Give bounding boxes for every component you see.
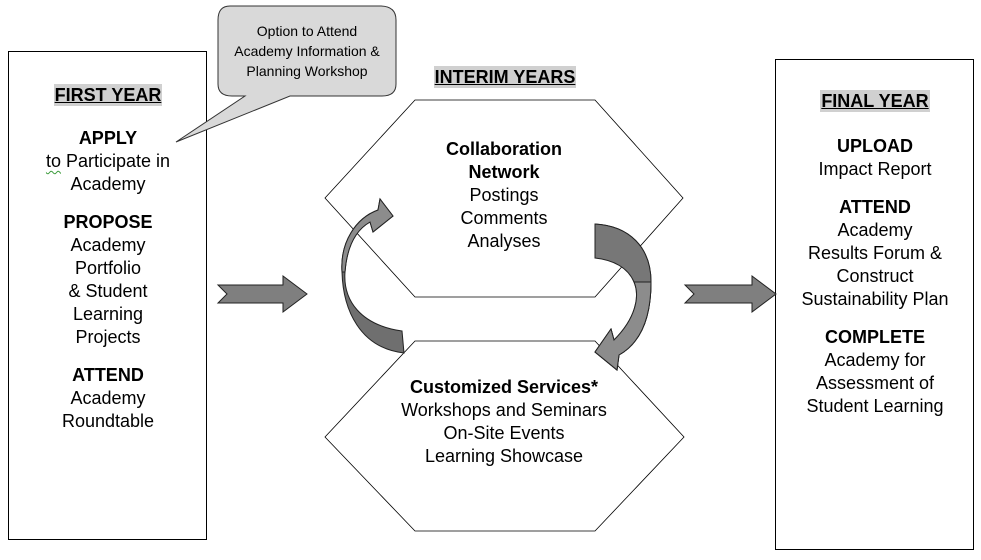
step-detail: Learning — [72, 304, 144, 324]
step-detail-rest: Participate in — [60, 151, 171, 171]
callout-line: Academy Information & — [234, 43, 380, 59]
step-action: ATTEND — [72, 365, 144, 385]
hexagon-item: Postings — [469, 185, 539, 205]
step-action: UPLOAD — [837, 136, 913, 156]
hexagon-item: On-Site Events — [443, 423, 565, 443]
cycle-arrow-up-icon — [341, 197, 405, 354]
callout-text: Option to Attend Academy Information & P… — [218, 21, 396, 81]
step-detail: Academy — [70, 388, 146, 408]
step-detail: Results Forum & — [807, 243, 943, 263]
hexagon-item: Workshops and Seminars — [401, 400, 607, 420]
hexagon-item: Comments — [460, 208, 548, 228]
step-detail: Academy — [837, 220, 913, 240]
hexagon-title: Network — [468, 162, 540, 182]
step-detail-word: to — [45, 151, 61, 171]
step-detail: Construct — [836, 266, 914, 286]
step-detail: Academy — [70, 174, 146, 194]
step-detail: to Participate in — [9, 150, 207, 173]
hexagon-title: Customized Services* — [409, 377, 599, 397]
customized-services-text: Customized Services* Workshops and Semin… — [364, 376, 644, 468]
step-detail: Projects — [75, 327, 141, 347]
step-detail: Assessment of — [815, 373, 935, 393]
first-year-box — [8, 51, 207, 540]
hexagon-item: Learning Showcase — [424, 446, 584, 466]
step-action: APPLY — [78, 128, 138, 148]
first-year-title: FIRST YEAR — [53, 84, 163, 106]
step-detail: Portfolio — [74, 258, 142, 278]
final-year-column: FINAL YEAR UPLOAD Impact Report ATTEND A… — [776, 90, 974, 418]
step-detail: Impact Report — [818, 159, 932, 179]
final-year-title: FINAL YEAR — [820, 90, 930, 112]
final-year-box — [775, 59, 974, 550]
arrow-right-icon — [216, 275, 308, 313]
cycle-arrow-down-icon — [594, 223, 652, 371]
hexagon-title: Collaboration — [446, 139, 562, 159]
step-detail: Academy — [70, 235, 146, 255]
step-detail: Academy for — [824, 350, 926, 370]
step-detail: Student Learning — [806, 396, 944, 416]
step-action: PROPOSE — [63, 212, 153, 232]
collaboration-network-text: Collaboration Network Postings Comments … — [404, 138, 604, 253]
step-detail: Sustainability Plan — [801, 289, 949, 309]
customized-services-hexagon — [324, 340, 685, 532]
callout-bubble — [175, 5, 397, 143]
callout-line: Planning Workshop — [246, 63, 368, 79]
step-action: ATTEND — [839, 197, 911, 217]
step-detail: & Student — [68, 281, 148, 301]
interim-years-title: INTERIM YEARS — [433, 66, 577, 88]
callout-line: Option to Attend — [256, 23, 358, 39]
hexagon-item: Analyses — [467, 231, 541, 251]
first-year-column: FIRST YEAR APPLY to Participate in Acade… — [9, 84, 207, 433]
collaboration-network-hexagon — [324, 99, 684, 298]
step-detail: Roundtable — [61, 411, 155, 431]
interim-years-header: INTERIM YEARS — [400, 66, 610, 89]
step-action: COMPLETE — [824, 327, 925, 347]
arrow-right-icon — [683, 275, 777, 313]
